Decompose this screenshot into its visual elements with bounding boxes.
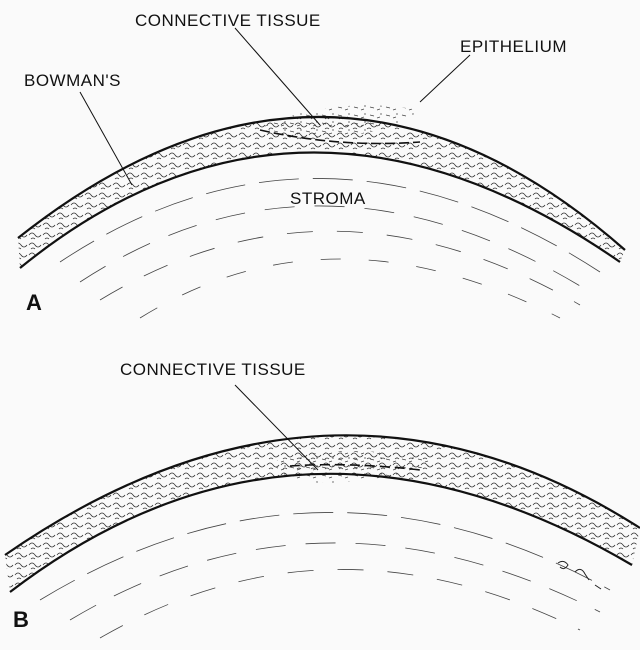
bowmans-layer-a	[19, 151, 621, 269]
bowmans-layer-b	[9, 472, 633, 593]
label-connective-tissue-b: CONNECTIVE TISSUE	[120, 360, 306, 379]
leader-line-b	[234, 384, 319, 471]
epithelium-layer-a	[18, 116, 625, 268]
stroma-lines-b	[39, 512, 611, 639]
bowmans-break-b	[289, 463, 421, 471]
panel-a: CONNECTIVE TISSUE EPITHELIUM BOWMAN'S ST…	[17, 11, 626, 319]
label-epithelium: EPITHELIUM	[460, 37, 567, 56]
connective-tissue-patch-a	[260, 105, 420, 139]
artist-signature	[557, 560, 602, 590]
panel-letter-b: B	[13, 607, 29, 632]
label-bowmans: BOWMAN'S	[24, 71, 121, 90]
epithelium-surface-b	[4, 434, 640, 556]
stroma-lines-a	[59, 178, 601, 319]
bowmans-break-a	[259, 129, 421, 145]
leader-lines-a	[79, 27, 471, 186]
epithelium-surface-a	[17, 115, 626, 251]
panel-b: CONNECTIVE TISSUE B	[4, 360, 640, 639]
epithelium-layer-b	[5, 435, 640, 592]
label-stroma: STROMA	[290, 189, 366, 208]
label-connective-tissue-a: CONNECTIVE TISSUE	[135, 11, 321, 30]
panel-letter-a: A	[26, 290, 42, 315]
